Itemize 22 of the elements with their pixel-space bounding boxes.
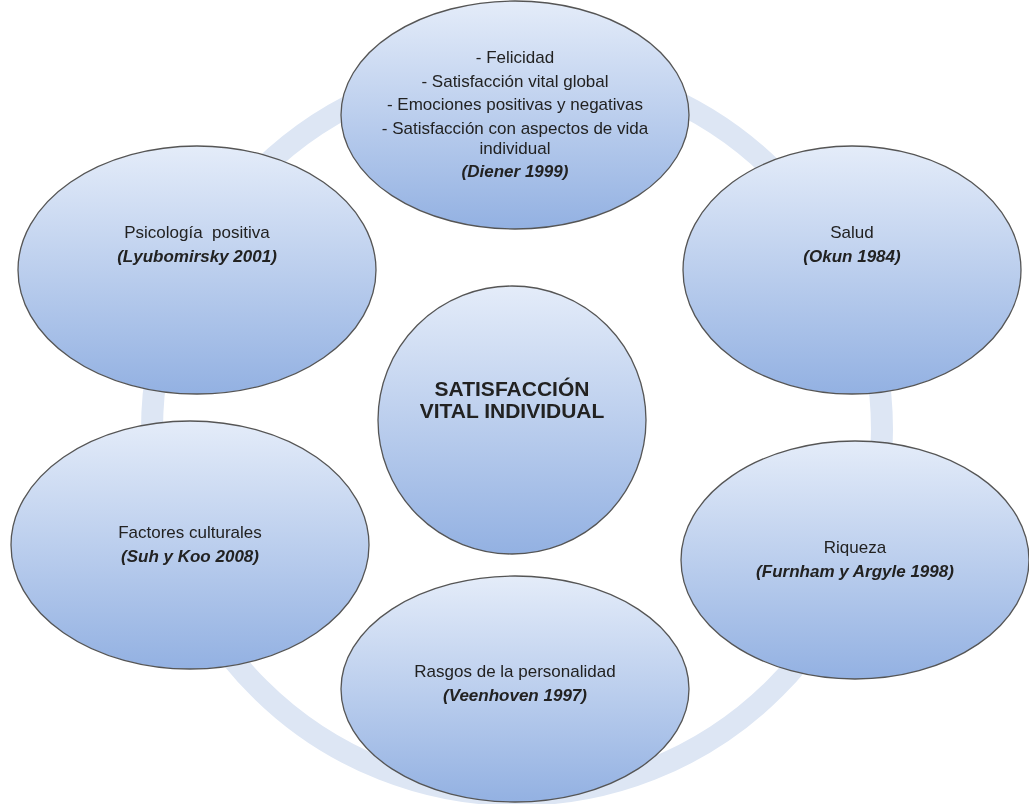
node-label: Salud <box>830 223 874 243</box>
citation-text: (Lyubomirsky 2001) <box>117 247 277 267</box>
ellipse-node <box>377 285 647 555</box>
node-label: - Satisfacción vital global <box>421 71 609 92</box>
ellipse-node <box>10 420 370 670</box>
node-title: SATISFACCIÓN VITAL INDIVIDUAL <box>418 377 606 423</box>
citation-text: (Furnham y Argyle 1998) <box>756 562 954 582</box>
citation-text: (Suh y Koo 2008) <box>121 547 259 567</box>
ellipse-node <box>340 0 690 230</box>
node-label: - Emociones positivas y negativas <box>386 95 644 115</box>
node-label: Riqueza <box>823 538 887 558</box>
ellipse-node <box>340 575 690 803</box>
node-label: - Felicidad <box>475 48 555 68</box>
ellipse-node <box>682 145 1022 395</box>
node-label: - Satisfacción con aspectos de vida individual <box>380 119 650 159</box>
node-label: Factores culturales <box>118 523 262 543</box>
node-label: Rasgos de la personalidad <box>414 662 616 682</box>
ellipse-node <box>17 145 377 395</box>
node-label: Psicología positiva <box>124 223 270 243</box>
citation-text: (Diener 1999) <box>461 162 569 182</box>
citation-text: (Okun 1984) <box>803 247 901 267</box>
citation-text: (Veenhoven 1997) <box>443 686 587 706</box>
